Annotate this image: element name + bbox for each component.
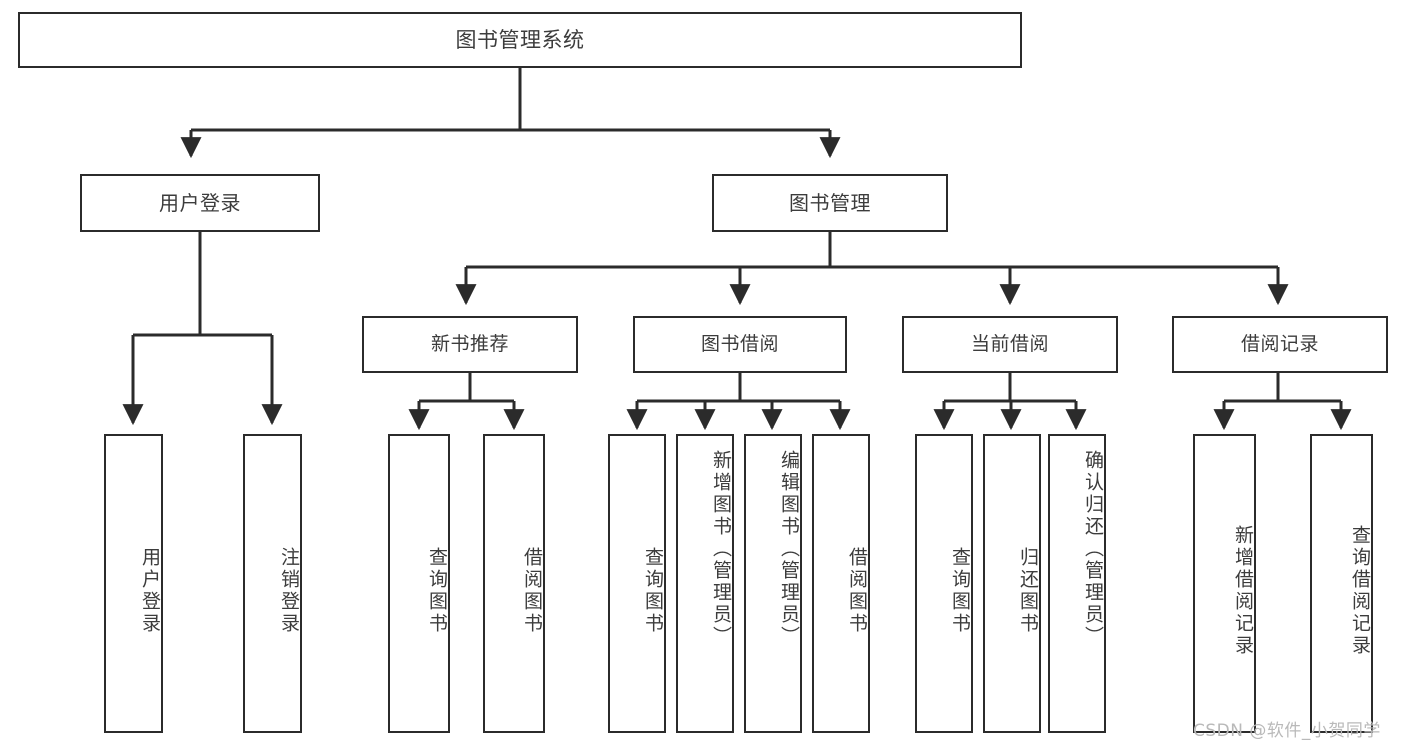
node-leaf-query-book-newbook[interactable]: 查询图书 (388, 434, 450, 733)
node-borrow-records[interactable]: 借阅记录 (1172, 316, 1388, 373)
node-label: 借阅记录 (1240, 332, 1319, 355)
node-leaf-confirm-return-admin[interactable]: 确认归还（管理员） (1048, 434, 1106, 733)
node-leaf-borrow-book-newbook[interactable]: 借阅图书 (483, 434, 545, 733)
node-leaf-logout[interactable]: 注销登录 (243, 434, 302, 733)
node-label: 图书管理系统 (455, 27, 585, 52)
node-label: 新书推荐 (430, 332, 509, 355)
node-label: 编辑图书（管理员） (778, 450, 800, 648)
node-label: 确认归还（管理员） (1082, 450, 1104, 648)
node-label: 查询图书 (949, 546, 971, 635)
node-leaf-return-book[interactable]: 归还图书 (983, 434, 1041, 733)
node-label: 新增图书（管理员） (710, 450, 732, 648)
node-leaf-query-book-borrow[interactable]: 查询图书 (608, 434, 666, 733)
node-label: 用户登录 (139, 546, 161, 635)
node-label: 查询图书 (642, 546, 664, 635)
node-label: 新增借阅记录 (1232, 524, 1254, 657)
node-leaf-user-login[interactable]: 用户登录 (104, 434, 163, 733)
node-book-borrow[interactable]: 图书借阅 (633, 316, 847, 373)
node-leaf-edit-book-admin[interactable]: 编辑图书（管理员） (744, 434, 802, 733)
node-user-login[interactable]: 用户登录 (80, 174, 320, 232)
node-label: 注销登录 (278, 546, 300, 635)
node-label: 查询借阅记录 (1349, 524, 1371, 657)
node-label: 图书借阅 (700, 332, 779, 355)
node-label: 借阅图书 (846, 546, 868, 635)
node-label: 查询图书 (426, 546, 448, 635)
node-book-management-system[interactable]: 图书管理系统 (18, 12, 1022, 68)
node-label: 借阅图书 (521, 546, 543, 635)
node-label: 图书管理 (789, 190, 871, 215)
node-leaf-query-borrow-record[interactable]: 查询借阅记录 (1310, 434, 1373, 733)
node-leaf-borrow-book[interactable]: 借阅图书 (812, 434, 870, 733)
node-label: 当前借阅 (970, 332, 1049, 355)
node-new-book-recommend[interactable]: 新书推荐 (362, 316, 578, 373)
node-book-management[interactable]: 图书管理 (712, 174, 948, 232)
node-current-borrow[interactable]: 当前借阅 (902, 316, 1118, 373)
node-leaf-add-borrow-record[interactable]: 新增借阅记录 (1193, 434, 1256, 733)
node-leaf-add-book-admin[interactable]: 新增图书（管理员） (676, 434, 734, 733)
node-leaf-query-book-current[interactable]: 查询图书 (915, 434, 973, 733)
node-label: 用户登录 (159, 190, 241, 215)
csdn-watermark: CSDN @软件_小贺同学 (1193, 721, 1381, 741)
node-label: 归还图书 (1017, 546, 1039, 635)
